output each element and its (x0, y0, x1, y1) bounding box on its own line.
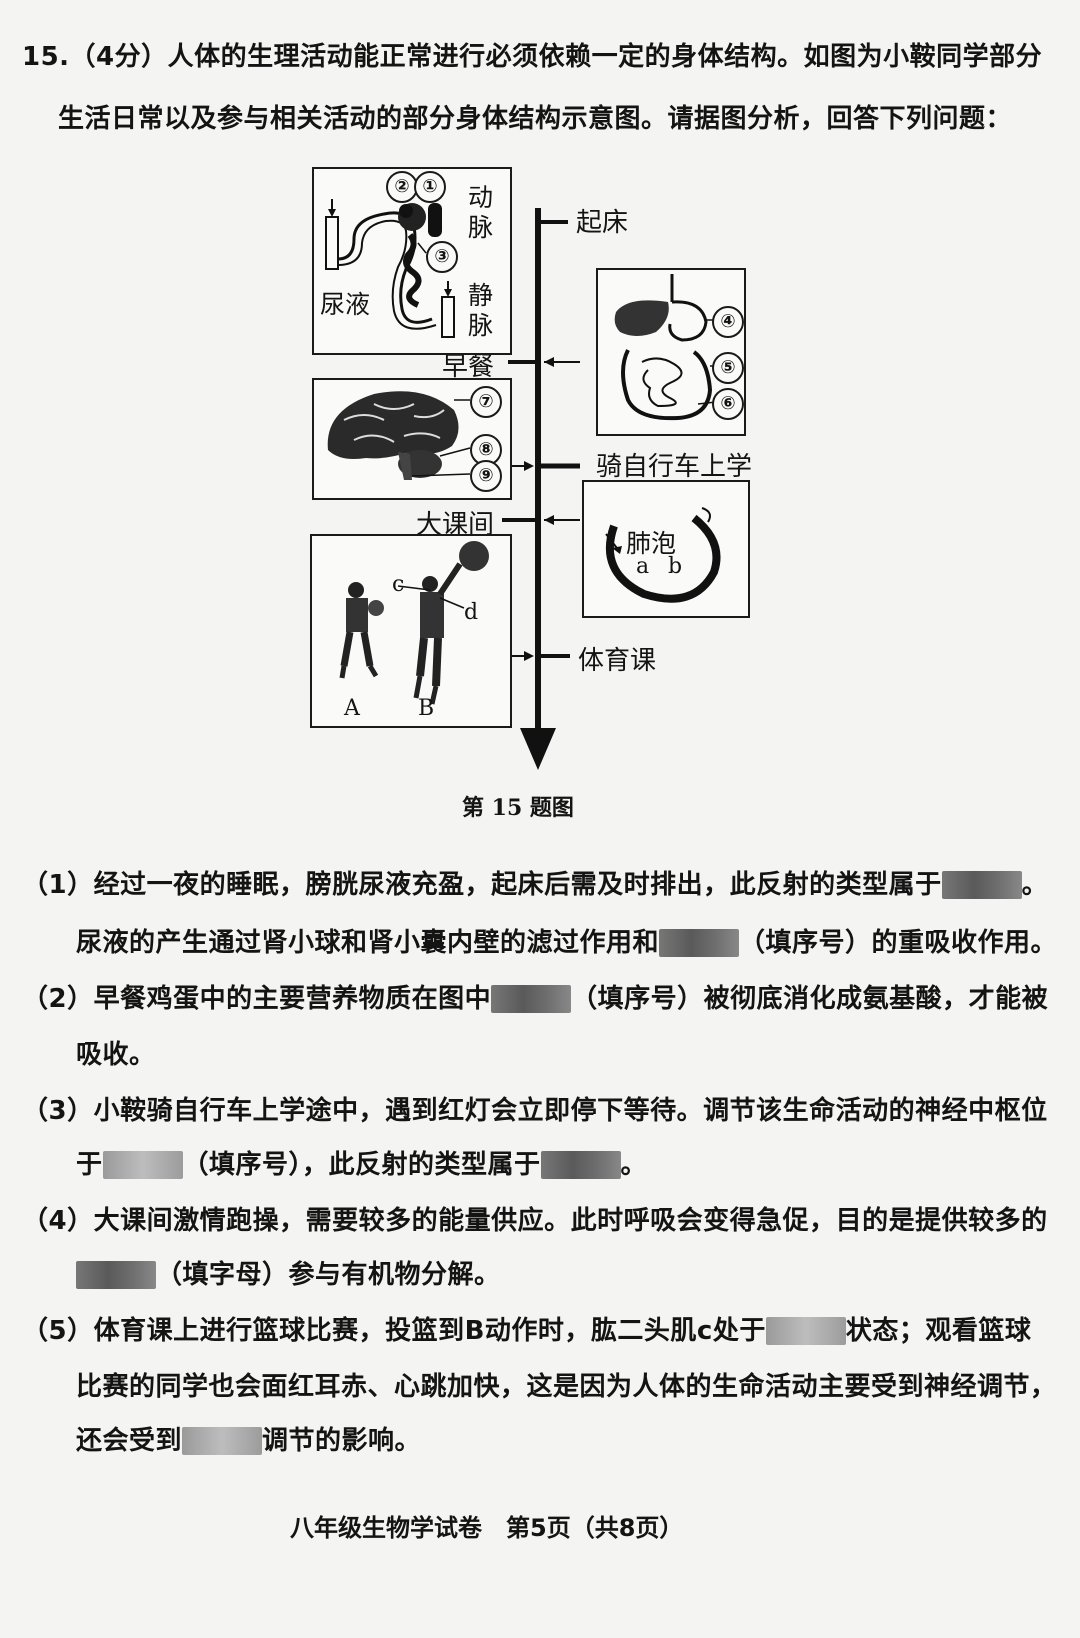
label-qizixingche: 骑自行车上学 (596, 452, 753, 482)
label-vein: 静脉 (468, 281, 494, 340)
q3-line-2: 于 （填序号），此反射的类型属于 。 (76, 1148, 647, 1182)
answer-blank-6[interactable] (76, 1261, 156, 1289)
label-alveolus: 肺泡 (626, 529, 677, 558)
q5-line-2: 比赛的同学也会面红耳赤、心跳加快，这是因为人体的生命活动主要受到神经调节， (76, 1372, 1057, 1402)
q1a-end: 。 (1021, 870, 1049, 900)
answer-blank-4[interactable] (102, 1151, 183, 1179)
nephron-panel: ② ① ③ 动脉 静脉 尿液 (312, 167, 512, 355)
label-B: B (418, 696, 435, 721)
q4-line-1: （4）大课间激情跑操，需要较多的能量供应。此时呼吸会变得急促，目的是提供较多的 (22, 1206, 1048, 1236)
answer-blank-8[interactable] (182, 1427, 263, 1455)
label-a: a (636, 554, 650, 579)
digestive-panel: ④ ⑤ ⑥ (596, 268, 746, 436)
nephron-diagram (325, 199, 455, 338)
label-d: d (464, 600, 479, 625)
q5-line-3: 还会受到 调节的影响。 (76, 1424, 421, 1458)
marker-4: ④ (712, 306, 744, 338)
marker-2: ② (386, 171, 418, 203)
q5a-text: （5）体育课上进行篮球比赛，投篮到B动作时，肱二头肌c处于 (22, 1316, 766, 1346)
answer-blank-5[interactable] (540, 1151, 621, 1179)
q2-line-2: 吸收。 (76, 1040, 156, 1070)
figure-caption: 第 15 题图 (462, 795, 574, 821)
label-artery: 动脉 (468, 183, 494, 242)
q2a-end: （填序号）被彻底消化成氨基酸，才能被 (571, 984, 1049, 1014)
q2a-text: （2）早餐鸡蛋中的主要营养物质在图中 (22, 984, 492, 1014)
q1b-text: 尿液的产生通过肾小球和肾小囊内壁的滤过作用和 (76, 928, 660, 958)
answer-blank-3[interactable] (491, 985, 572, 1013)
marker-8: ⑧ (470, 434, 502, 466)
q5-line-1: （5）体育课上进行篮球比赛，投篮到B动作时，肱二头肌c处于 状态；观看篮球 (22, 1314, 1031, 1348)
marker-5: ⑤ (712, 352, 744, 384)
marker-7: ⑦ (470, 386, 502, 418)
label-tiyuke: 体育课 (578, 646, 657, 676)
label-c: c (392, 572, 405, 597)
q1-line-1: （1）经过一夜的睡眠，膀胱尿液充盈，起床后需及时排出，此反射的类型属于 。 (22, 868, 1048, 902)
q5a-end: 状态；观看篮球 (845, 1316, 1032, 1346)
alveolus-panel: 肺泡 a b (582, 480, 750, 618)
basketball-panel: c d A B (310, 534, 512, 728)
q4-line-2: （填字母）参与有机物分解。 (76, 1258, 501, 1292)
marker-9: ⑨ (470, 460, 502, 492)
brain-diagram (327, 391, 471, 480)
q3b-text: 于 (76, 1150, 103, 1180)
timeline-arrow (502, 208, 580, 770)
q5c-end: 调节的影响。 (262, 1426, 422, 1456)
marker-3: ③ (426, 241, 458, 273)
answer-blank-2[interactable] (659, 929, 740, 957)
marker-6: ⑥ (712, 388, 744, 420)
marker-1: ① (414, 171, 446, 203)
alveolus-diagram (605, 507, 721, 603)
label-zaocan: 早餐 (442, 352, 495, 382)
q4b-end: （填字母）参与有机物分解。 (156, 1260, 501, 1290)
q3b-mid: （填序号），此反射的类型属于 (182, 1150, 541, 1180)
q1a-text: （1）经过一夜的睡眠，膀胱尿液充盈，起床后需及时排出，此反射的类型属于 (22, 870, 942, 900)
q2-line-1: （2）早餐鸡蛋中的主要营养物质在图中 （填序号）被彻底消化成氨基酸，才能被 (22, 982, 1048, 1016)
label-A: A (344, 696, 360, 721)
label-dakejian: 大课间 (416, 510, 495, 540)
question-line-2: 生活日常以及参与相关活动的部分身体结构示意图。请据图分析，回答下列问题： (58, 104, 1013, 134)
q1b-end: （填序号）的重吸收作用。 (739, 928, 1058, 958)
answer-blank-1[interactable] (941, 871, 1022, 899)
q1-line-2: 尿液的产生通过肾小球和肾小囊内壁的滤过作用和 （填序号）的重吸收作用。 (76, 926, 1057, 960)
question-line-1: 15.（4分）人体的生理活动能正常进行必须依赖一定的身体结构。如图为小鞍同学部分 (22, 42, 1043, 72)
q3b-end: 。 (620, 1150, 648, 1180)
label-qichuang: 起床 (576, 208, 629, 238)
answer-blank-7[interactable] (765, 1317, 846, 1345)
page-footer: 八年级生物学试卷 第5页（共8页） (290, 1514, 684, 1542)
digestive-diagram (614, 274, 717, 421)
brain-panel: ⑦ ⑧ ⑨ (312, 378, 512, 500)
q5c-text: 还会受到 (76, 1426, 183, 1456)
label-urine: 尿液 (320, 290, 371, 319)
label-b: b (668, 554, 683, 579)
q3-line-1: （3）小鞍骑自行车上学途中，遇到红灯会立即停下等待。调节该生命活动的神经中枢位 (22, 1096, 1048, 1126)
basketball-diagram (339, 541, 489, 705)
